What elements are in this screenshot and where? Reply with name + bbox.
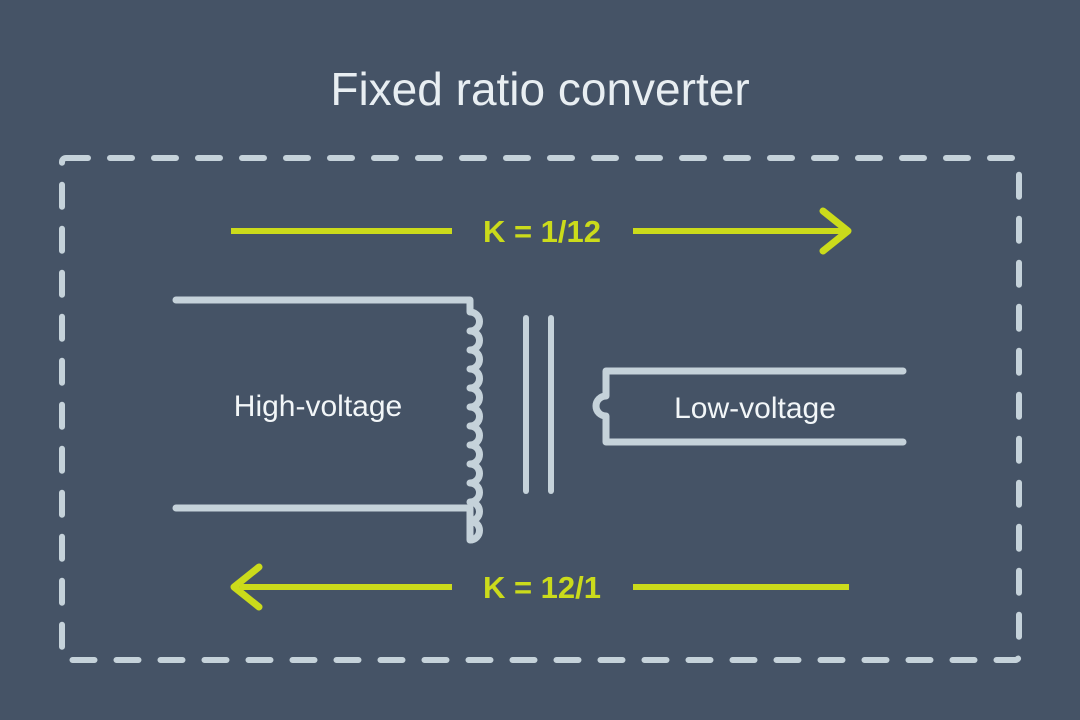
transformer-core (523, 315, 554, 494)
secondary-winding-coil (592, 367, 907, 446)
top-ratio-arrow: K = 1/12 (231, 207, 852, 255)
dashed-boundary-frame (59, 155, 1022, 663)
top-arrow-head-right-icon (819, 207, 852, 255)
bottom-ratio-arrow: K = 12/1 (230, 563, 849, 611)
bottom-ratio-label: K = 12/1 (483, 570, 601, 605)
primary-winding-label: High-voltage (234, 390, 402, 423)
primary-winding-coil (172, 296, 483, 544)
secondary-winding-label: Low-voltage (674, 392, 836, 425)
bottom-arrow-head-left-icon (230, 563, 263, 611)
page-title: Fixed ratio converter (330, 63, 749, 115)
top-ratio-label: K = 1/12 (483, 214, 601, 249)
